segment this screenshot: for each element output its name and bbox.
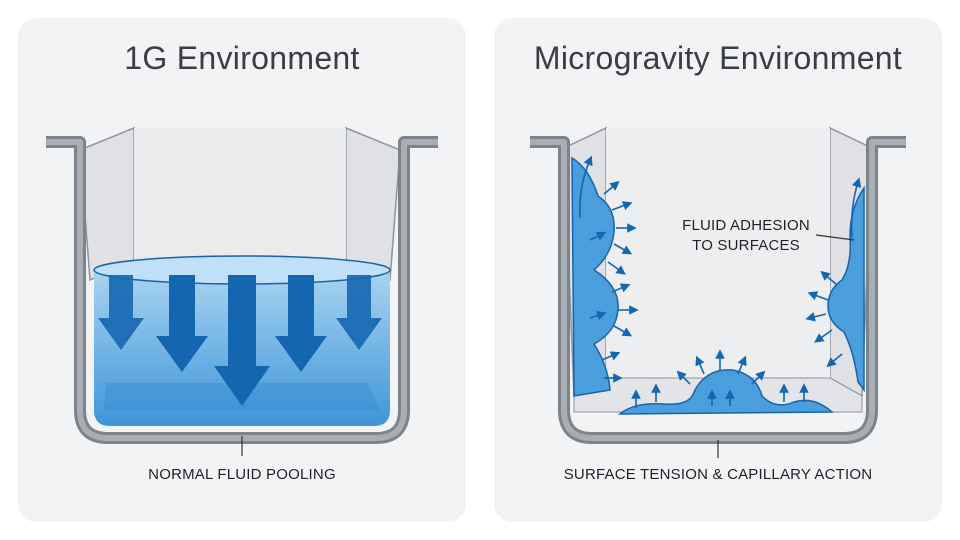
back-wall-left	[79, 126, 135, 282]
arrow-l4	[613, 243, 633, 255]
arrow-l2	[611, 201, 633, 211]
back-wall	[606, 128, 830, 378]
arrow-l5	[607, 261, 626, 275]
arrow-l6	[611, 283, 631, 293]
arrow-r3	[814, 329, 833, 343]
arrow-l11	[589, 231, 607, 241]
arrow-r4	[820, 270, 837, 285]
caption-fluid-adhesion-line1: FLUID ADHESION	[682, 217, 810, 234]
arrow-r5	[826, 353, 843, 368]
panel-title-microgravity: Microgravity Environment	[533, 40, 903, 76]
tension-arrows	[578, 155, 862, 408]
gravity-arrow-5	[336, 275, 382, 350]
gravity-arrow-2	[156, 275, 208, 372]
fluid-film-right-wall	[827, 185, 865, 393]
panel-1g: 1G Environment NORMAL FLUID	[18, 18, 466, 522]
arrow-f5	[751, 370, 766, 385]
container-1g-illustration	[46, 126, 438, 456]
arrow-l12	[589, 310, 607, 321]
arrow-f4	[676, 370, 691, 385]
container-microgravity-illustration	[530, 126, 906, 458]
fluid-film-left-wall	[571, 156, 619, 397]
capillary-arrow-left	[578, 155, 593, 219]
caption-fluid-adhesion-line2: TO SURFACES	[692, 237, 800, 254]
arrow-f3	[737, 355, 747, 375]
back-wall	[134, 128, 346, 260]
gravity-arrow-4	[275, 275, 327, 372]
arrow-r2	[805, 312, 827, 322]
panel-title-1g: 1G Environment	[124, 40, 360, 76]
gravity-arrow-3	[214, 275, 270, 406]
panel-microgravity: Microgravity Environment	[494, 18, 942, 522]
gravity-arrows	[98, 275, 382, 406]
container-wall-highlight	[530, 139, 906, 441]
arrow-f2	[695, 355, 705, 375]
caption-surface-tension: SURFACE TENSION & CAPILLARY ACTION	[563, 466, 873, 483]
gravity-arrow-1	[98, 275, 144, 350]
arrow-l1	[603, 180, 620, 195]
arrow-r1	[807, 291, 829, 301]
arrow-l9	[601, 351, 621, 361]
back-wall-right	[345, 126, 401, 282]
capillary-arrow-right	[850, 177, 862, 239]
caption-fluid-adhesion: FLUID ADHESION TO SURFACES	[666, 216, 826, 256]
caption-normal-pooling: NORMAL FLUID POOLING	[148, 466, 336, 483]
side-caption-leader-line	[815, 234, 855, 241]
arrow-l8	[613, 325, 633, 337]
